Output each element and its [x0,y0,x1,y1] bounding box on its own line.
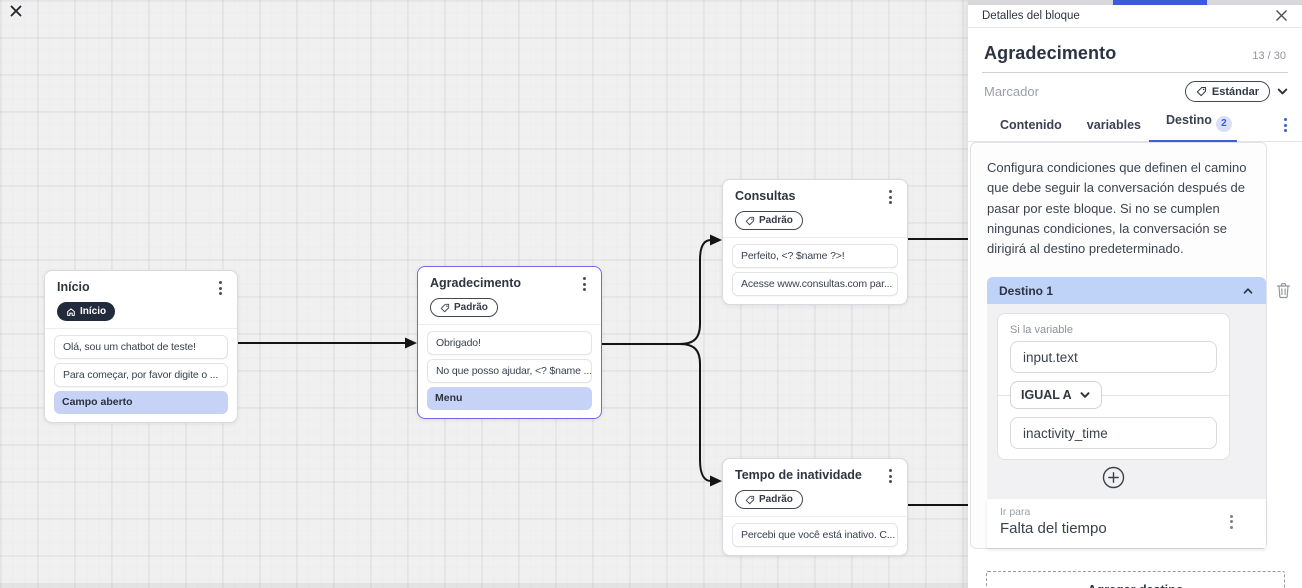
top-tab-indicator [1113,0,1207,5]
open-field-row[interactable]: Campo aberto [54,390,228,414]
panel-top-strip [968,0,1302,5]
message-row[interactable]: Perfeito, <? $name ?>! [732,243,898,268]
node-badge: Início [57,302,116,321]
goto-label: Ir para [1000,506,1031,519]
node-badge: Padrão [735,490,803,509]
canvas-bottom-strip [0,583,968,588]
destination-count-badge: 2 [1215,116,1232,132]
node-badge: Padrão [735,211,803,230]
divider [418,323,601,325]
node-title: Consultas [735,189,796,203]
message-row[interactable]: Percebi que você está inativo. C... [732,522,898,547]
node-title: Agradecimento [430,276,521,290]
title-underline [982,72,1288,73]
goto-footer: Ir para Falta del tiempo [987,499,1266,549]
node-menu-kebab-icon[interactable] [886,467,895,485]
marker-label: Marcador [984,84,1039,99]
condition-card: Si la variable IGUAL A [997,313,1230,461]
char-counter: 13 / 30 [1252,50,1286,62]
chevron-up-icon[interactable] [1242,285,1254,297]
menu-row[interactable]: Menu [427,386,592,410]
compare-value-input[interactable] [1010,417,1217,450]
node-menu-kebab-icon[interactable] [216,279,225,297]
condition-label: Si la variable [1010,324,1073,337]
message-row[interactable]: Acesse www.consultas.com par... [732,271,898,296]
divider [723,515,907,517]
operator-select[interactable]: IGUAL A [1010,381,1102,410]
marker-select[interactable]: Estándar [1184,81,1270,102]
add-destination-button[interactable]: Agregar destino [986,571,1285,588]
node-menu-kebab-icon[interactable] [580,275,589,293]
chevron-down-icon [1080,392,1090,399]
add-condition-plus-icon[interactable] [1102,466,1125,489]
node-agradecimento[interactable]: Agradecimento Padrão Obrigado! No que po… [417,266,602,419]
flow-canvas[interactable]: Início Início Olá, sou um chatbot de tes… [0,0,968,588]
destination-description: Configura condiciones que definen el cam… [987,160,1247,257]
message-row[interactable]: Olá, sou um chatbot de teste! [54,334,228,359]
goto-menu-kebab-icon[interactable] [1227,513,1236,531]
node-consultas[interactable]: Consultas Padrão Perfeito, <? $name ?>! … [722,179,908,305]
node-title: Tempo de inatividade [735,468,862,482]
tab-variables[interactable]: variables [1086,118,1142,132]
tag-icon [440,303,450,312]
tab-contenido[interactable]: Contenido [1000,118,1062,132]
destination-1-section: Destino 1 Si la variable IGUAL A [987,277,1291,549]
destination-1-header[interactable]: Destino 1 [987,277,1266,305]
chevron-down-icon[interactable] [1276,85,1289,98]
trash-icon[interactable] [1276,282,1291,299]
message-row[interactable]: No que posso ajudar, <? $name ... [427,358,592,383]
close-icon[interactable] [1275,9,1288,22]
goto-value: Falta del tiempo [1000,520,1107,538]
node-title: Início [57,280,90,294]
node-badge: Padrão [430,298,498,317]
divider [723,236,907,238]
variable-input[interactable] [1010,341,1217,374]
node-tempo-de-inatividade[interactable]: Tempo de inatividade Padrão Percebi que … [722,458,908,556]
node-menu-kebab-icon[interactable] [886,188,895,206]
home-icon [67,307,75,316]
divider [45,327,237,329]
block-details-panel: Detalles del bloque Agradecimento 13 / 3… [968,0,1302,588]
destination-1-body: Si la variable IGUAL A [987,304,1266,500]
tag-icon [745,495,755,504]
destination-tab-content: Configura condiciones que definen el cam… [970,142,1291,550]
block-title: Agradecimento [984,43,1117,63]
message-row[interactable]: Obrigado! [427,330,592,355]
canvas-close-icon[interactable] [9,4,23,18]
tag-icon [745,216,755,225]
tag-icon [1196,86,1206,97]
tabs-menu-kebab-icon[interactable] [1281,116,1290,134]
node-inicio[interactable]: Início Início Olá, sou um chatbot de tes… [44,270,238,423]
message-row[interactable]: Para começar, por favor digite o ... [54,362,228,387]
panel-title: Detalles del bloque [982,9,1080,22]
